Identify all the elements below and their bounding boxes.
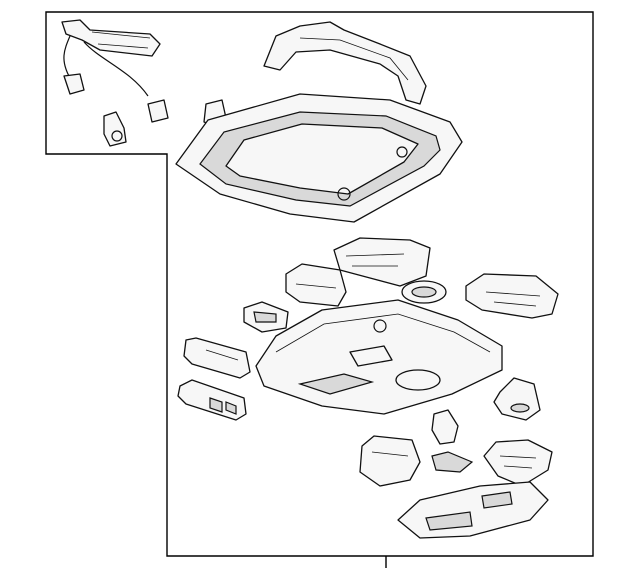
wiring-harness	[61, 19, 161, 97]
switch-panel	[183, 337, 251, 379]
small-clip	[431, 409, 459, 445]
lamp-switch	[177, 379, 247, 421]
console-base-frame	[175, 93, 463, 223]
sensor	[493, 377, 541, 421]
lamp-housing	[333, 237, 431, 287]
diagram-frame	[45, 11, 594, 557]
connector-clip	[103, 111, 127, 147]
switch-module	[285, 263, 347, 307]
control-module	[465, 273, 559, 319]
connector-plug	[63, 73, 169, 123]
overhead-console-housing	[255, 299, 503, 415]
garage-opener-module	[483, 439, 553, 487]
pad	[431, 451, 474, 473]
mounting-bracket	[263, 21, 427, 105]
bezel	[243, 301, 289, 333]
console-cover-panel	[397, 481, 549, 539]
rear-lamp-housing	[359, 435, 421, 487]
speaker	[401, 280, 447, 304]
